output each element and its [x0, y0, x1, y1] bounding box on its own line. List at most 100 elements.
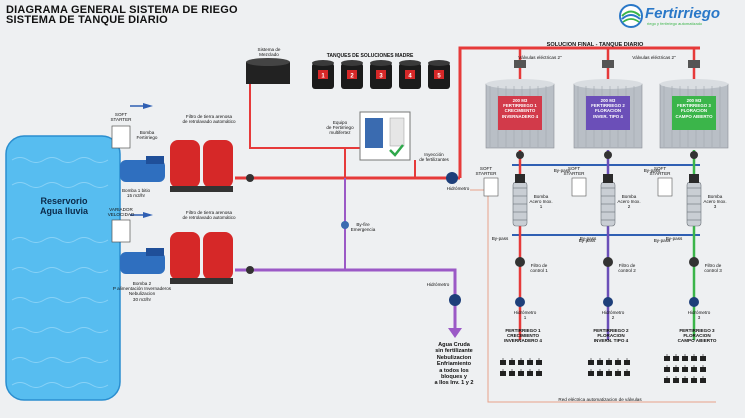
madre-tanks: 1 2 3 4 5: [312, 60, 450, 89]
filter-icon: [603, 257, 613, 267]
pump-label: Bomba Acero Inox. 2: [617, 194, 641, 210]
sand-filter-bottom: [170, 232, 233, 284]
bypass-label: By-pass: [553, 168, 571, 173]
logo-text: Fertirriego: [645, 5, 721, 22]
vertical-pump: [483, 151, 528, 307]
fertirrigation-equipment-label: Equipo de Fertirriego multifertez: [326, 120, 354, 136]
arrow-right-icon: [143, 212, 153, 218]
day-tank: [573, 79, 643, 149]
day-tank-label: 200 M3 FERTIRRIEGO 1 CRECIMIENTO INVERNA…: [501, 98, 539, 119]
day-tank-label: 200 M3 FERTIRRIEGO 3 FLORACION CAMPO ABI…: [675, 98, 713, 119]
flow-meter-label: Hidrómetro 1: [513, 310, 537, 321]
filter-icon: [689, 257, 699, 267]
day-tank: [659, 79, 729, 149]
soft-starter-top-label: SOFT STARTER: [110, 112, 132, 123]
control-filter-label: Filtro de control 2: [618, 263, 636, 274]
flow-meter-purple: [449, 294, 461, 306]
bypass-label: By-pass: [491, 236, 509, 241]
pump-motor-bottom: [120, 248, 165, 274]
electric-network-label: Red eléctrica automatizacion de válvulas: [558, 397, 642, 402]
valve-cluster: [664, 354, 706, 383]
bypass-label: By-pass: [643, 168, 661, 173]
flow-meter-icon: [689, 297, 699, 307]
pump-motor-top: [120, 156, 165, 182]
bypass-label: By-pass: [579, 236, 597, 241]
soft-starter-label: SOFT STARTER: [475, 166, 497, 177]
madre-tank: 5: [428, 60, 450, 89]
madre-tank: 4: [399, 60, 421, 89]
sector-valve-clusters: [500, 354, 706, 383]
sector-label: FERTIRRIEGO 3 FLORACION CAMPO ABIERTO: [677, 328, 717, 344]
day-tank-label: 200 M3 FERTIRRIEGO 2 FLORACION INVER. TI…: [591, 98, 625, 119]
fertirrigation-unit: [359, 111, 411, 161]
bypass-label: By-pass: [665, 236, 683, 241]
madre-tank-number: 4: [408, 74, 412, 80]
control-panel-top: [111, 125, 131, 149]
arrow-down-icon: [448, 328, 462, 338]
electric-valves-label-2: Válvulas eléctricas 2": [632, 55, 676, 60]
madre-tank: 2: [341, 60, 363, 89]
pump-label: Bomba Acero Inox. 1: [529, 194, 553, 210]
valve-icon: [604, 151, 612, 159]
control-filter-label: Filtro de control 1: [530, 263, 548, 274]
valve-icon: [516, 151, 524, 159]
day-tanks: [485, 79, 729, 149]
pump1-label: Bomba 1 bitio 15 m3/hr: [121, 188, 151, 199]
madre-tank-number: 2: [350, 74, 354, 80]
control-panel-bottom: [111, 219, 131, 243]
valve-icon: [246, 266, 254, 274]
main-flowmeter-label: Hidrómetro: [446, 186, 470, 191]
flow-meter-label: Hidrómetro 2: [601, 310, 625, 321]
reservoir-wave-pattern: [11, 157, 109, 388]
fert-pump-label: Bomba Fertirriego: [136, 130, 158, 141]
valve-icon: [690, 151, 698, 159]
bypass-label: By-pass: [653, 238, 671, 243]
globe-icon: [619, 4, 643, 28]
madre-tank-number: 5: [437, 74, 441, 80]
bypass-label: By-pass: [578, 238, 596, 243]
soft-starter-panel: [657, 177, 673, 197]
valve-icon: [341, 221, 349, 229]
final-solution-label: SOLUCION FINAL - TANQUE DIARIO: [546, 42, 644, 48]
logo-tagline: riego y fertirriego automatizado: [647, 21, 703, 26]
electric-valves: [514, 60, 700, 68]
emergency-bypass-label: By-fire Emergencia: [350, 222, 376, 233]
valve-cluster: [588, 358, 630, 376]
filter-top-label: Filtro de tierra arenosa de retrolavado …: [182, 114, 236, 125]
pipe-red-mix: [249, 73, 345, 149]
diagram-subtitle: SISTEMA DE TANQUE DIARIO: [6, 14, 168, 26]
brand-logo: Fertirriego riego y fertirriego automati…: [617, 3, 741, 29]
arrow-right-icon: [143, 103, 153, 109]
drive-bottom-label: VARIADOR VELOCIDAD: [107, 207, 135, 218]
flow-meter-icon: [603, 297, 613, 307]
soft-starter-label: SOFT STARTER: [563, 166, 585, 177]
madre-tank: 1: [312, 60, 334, 89]
sector-label: FERTIRRIEGO 1 CRECIMIENTO INVERNADERO 4: [504, 328, 542, 344]
pipe-red-riser: [458, 46, 700, 178]
madre-tank-number: 3: [379, 74, 383, 80]
electric-network-line: [470, 189, 716, 403]
vertical-pump: [571, 151, 616, 307]
vertical-pump: [657, 151, 702, 307]
pipe-purple: [235, 268, 457, 332]
reservoir-label: Reservorio Agua lluvia: [39, 196, 88, 216]
pump-label: Bomba Acero Inox. 3: [703, 194, 727, 210]
raw-water-label: Agua Cruda sin fertilizante Nebulizacion…: [434, 342, 474, 387]
flow-meter-label: Hidrómetro 3: [687, 310, 711, 321]
mixing-system-label: Sistema de Mezclado: [257, 47, 281, 58]
sand-filter-top: [170, 140, 233, 192]
electric-valves-label-1: Válvulas eléctricas 2": [518, 55, 562, 60]
control-filter-label: Filtro de control 3: [704, 263, 722, 274]
check-icon: [389, 144, 404, 157]
diagram-title: DIAGRAMA GENERAL SISTEMA DE RIEGO: [6, 4, 238, 16]
mixing-tank: [246, 58, 290, 84]
valve-icon: [246, 174, 254, 182]
sector-label: FERTIRRIEGO 2 FLORACION INVERN. TIPO 4: [593, 328, 629, 344]
soft-starter-panel: [571, 177, 587, 197]
vertical-pumps: [483, 151, 702, 307]
day-tank: [485, 79, 555, 149]
injection-label: Inyección de fertilizantes: [419, 152, 449, 163]
madre-tank-number: 1: [321, 74, 325, 80]
